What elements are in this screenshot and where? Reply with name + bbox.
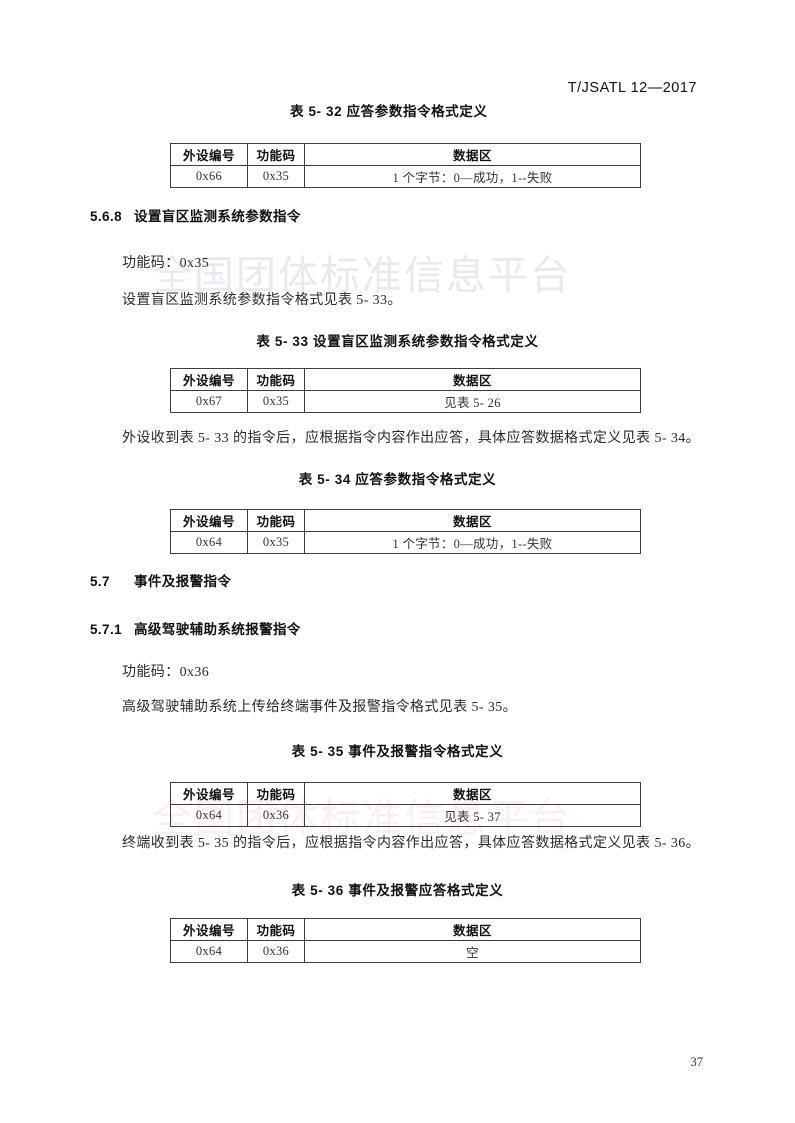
cell-data-area: 见表 5- 26: [304, 390, 641, 413]
table-5-33: 外设编号 功能码 数据区 0x67 0x35 见表 5- 26: [170, 368, 641, 413]
col-header-function-code: 功能码: [247, 143, 305, 166]
cell-device-id: 0x64: [170, 531, 248, 554]
cell-function-code: 0x35: [247, 531, 305, 554]
table-5-36: 外设编号 功能码 数据区 0x64 0x36 空: [170, 918, 641, 963]
section-title-5-7-1: 高级驾驶辅助系统报警指令: [134, 622, 301, 637]
col-header-function-code: 功能码: [247, 918, 305, 941]
table-5-35: 外设编号 功能码 数据区 0x64 0x36 见表 5- 37: [170, 782, 641, 827]
table-row: 0x67 0x35 见表 5- 26: [170, 390, 641, 413]
col-header-data-area: 数据区: [304, 782, 641, 805]
cell-device-id: 0x66: [170, 165, 248, 188]
table-header-row: 外设编号 功能码 数据区: [170, 918, 641, 941]
col-header-function-code: 功能码: [247, 509, 305, 532]
section-number-5-7: 5.7: [90, 574, 110, 589]
col-header-function-code: 功能码: [247, 782, 305, 805]
cell-data-area: 空: [304, 940, 641, 963]
table-header-row: 外设编号 功能码 数据区: [170, 782, 641, 805]
cell-device-id: 0x67: [170, 390, 248, 413]
table-5-36-caption: 表 5- 36 事件及报警应答格式定义: [291, 883, 504, 898]
col-header-data-area: 数据区: [304, 368, 641, 391]
note-after-table-5-33: 外设收到表 5- 33 的指令后，应根据指令内容作出应答，具体应答数据格式定义见…: [122, 431, 701, 446]
cell-device-id: 0x64: [170, 940, 248, 963]
section-heading-5-6-8: 5.6.8 设置盲区监测系统参数指令: [90, 205, 301, 225]
cell-data-area: 1 个字节：0—成功，1--失败: [304, 531, 641, 554]
col-header-data-area: 数据区: [304, 143, 641, 166]
table-header-row: 外设编号 功能码 数据区: [170, 509, 641, 532]
col-header-device-id: 外设编号: [170, 509, 248, 532]
format-line-5-7-1: 高级驾驶辅助系统上传给终端事件及报警指令格式见表 5- 35。: [122, 700, 518, 715]
cell-function-code: 0x35: [247, 165, 305, 188]
function-code-line-5-6-8: 功能码：0x35: [122, 256, 210, 271]
table-5-35-caption: 表 5- 35 事件及报警指令格式定义: [291, 744, 504, 759]
format-line-5-6-8: 设置盲区监测系统参数指令格式见表 5- 33。: [122, 293, 402, 308]
note-after-table-5-35: 终端收到表 5- 35 的指令后，应根据指令内容作出应答，具体应答数据格式定义见…: [122, 836, 701, 851]
cell-data-area: 见表 5- 37: [304, 804, 641, 827]
section-title-5-6-8: 设置盲区监测系统参数指令: [134, 209, 301, 224]
table-row: 0x64 0x35 1 个字节：0—成功，1--失败: [170, 531, 641, 554]
col-header-data-area: 数据区: [304, 509, 641, 532]
table-5-32: 外设编号 功能码 数据区 0x66 0x35 1 个字节：0—成功，1--失败: [170, 143, 641, 188]
table-5-32-caption: 表 5- 32 应答参数指令格式定义: [290, 104, 488, 119]
cell-function-code: 0x36: [247, 940, 305, 963]
col-header-device-id: 外设编号: [170, 143, 248, 166]
section-heading-5-7-1: 5.7.1 高级驾驶辅助系统报警指令: [90, 618, 301, 638]
col-header-device-id: 外设编号: [170, 918, 248, 941]
section-heading-5-7: 5.7 事件及报警指令: [90, 570, 231, 590]
table-row: 0x64 0x36 见表 5- 37: [170, 804, 641, 827]
table-row: 0x64 0x36 空: [170, 940, 641, 963]
table-row: 0x66 0x35 1 个字节：0—成功，1--失败: [170, 165, 641, 188]
col-header-data-area: 数据区: [304, 918, 641, 941]
section-number-5-6-8: 5.6.8: [90, 209, 123, 224]
table-header-row: 外设编号 功能码 数据区: [170, 143, 641, 166]
table-header-row: 外设编号 功能码 数据区: [170, 368, 641, 391]
section-title-5-7: 事件及报警指令: [134, 574, 232, 589]
section-number-5-7-1: 5.7.1: [90, 622, 123, 637]
table-5-34-caption: 表 5- 34 应答参数指令格式定义: [298, 472, 497, 487]
col-header-device-id: 外设编号: [170, 782, 248, 805]
function-code-line-5-7-1: 功能码：0x36: [122, 665, 210, 680]
table-5-34: 外设编号 功能码 数据区 0x64 0x35 1 个字节：0—成功，1--失败: [170, 509, 641, 554]
cell-function-code: 0x35: [247, 390, 305, 413]
cell-device-id: 0x64: [170, 804, 248, 827]
page-number: 37: [690, 1055, 704, 1069]
table-5-33-caption: 表 5- 33 设置盲区监测系统参数指令格式定义: [256, 334, 539, 349]
col-header-device-id: 外设编号: [170, 368, 248, 391]
col-header-function-code: 功能码: [247, 368, 305, 391]
cell-function-code: 0x36: [247, 804, 305, 827]
document-header-code: T/JSATL 12—2017: [567, 80, 697, 96]
cell-data-area: 1 个字节：0—成功，1--失败: [304, 165, 641, 188]
